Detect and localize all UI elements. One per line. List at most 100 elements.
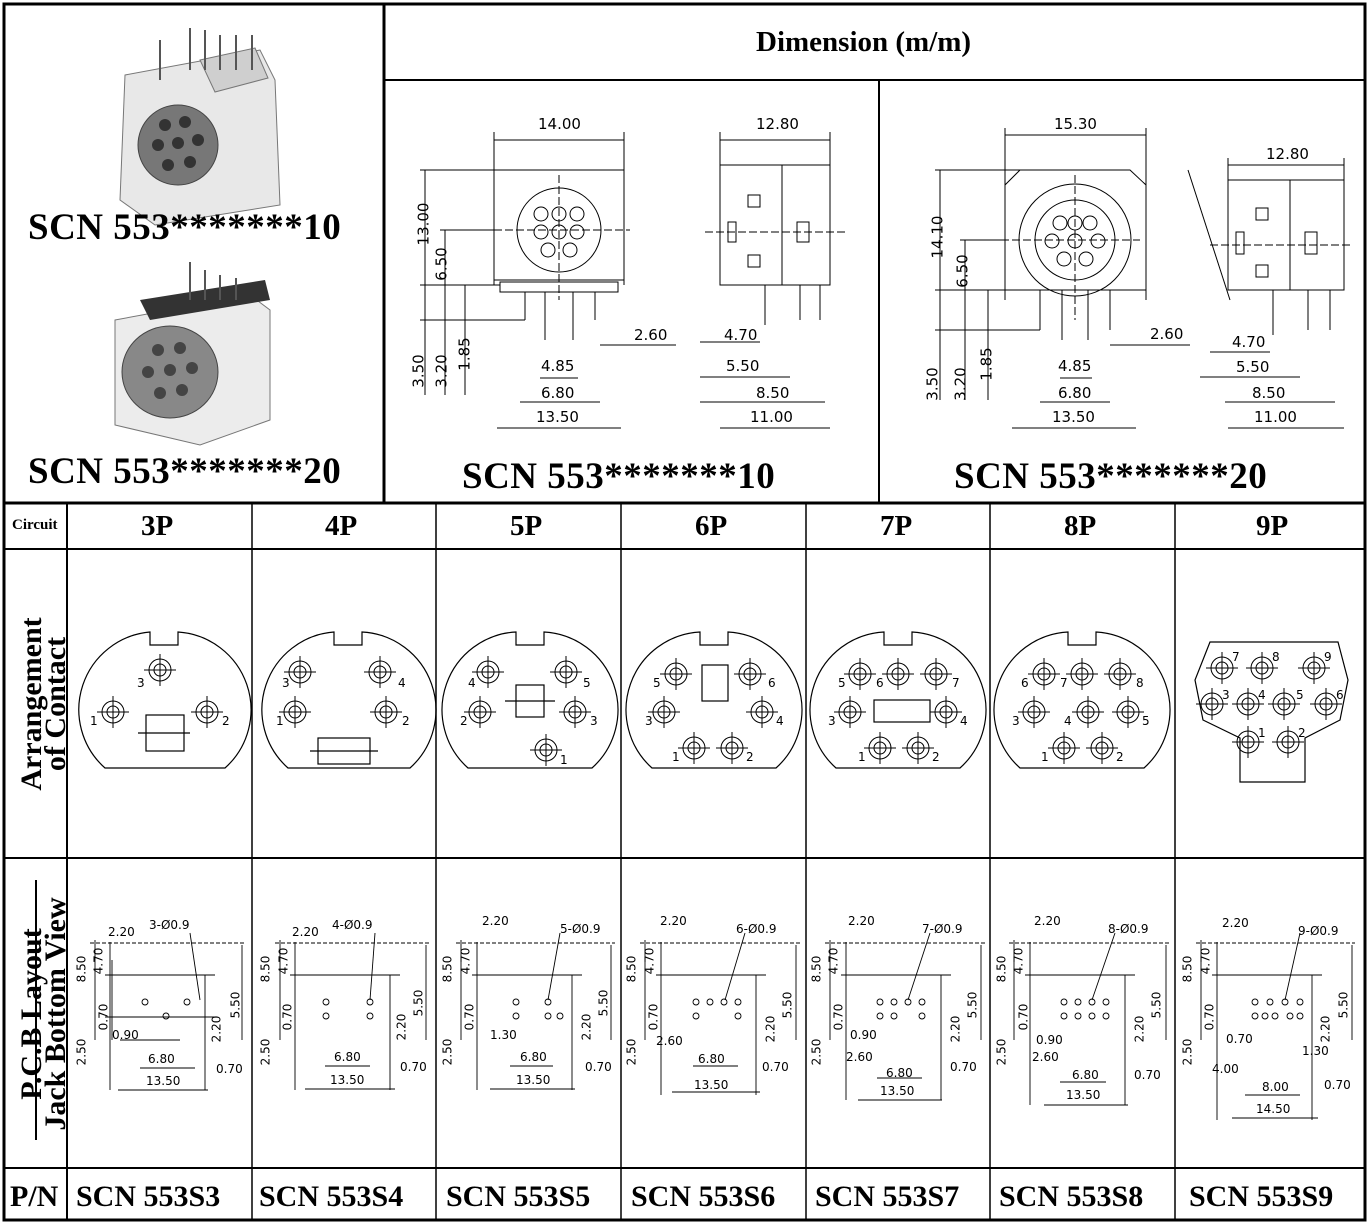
circuit-3p: 3P xyxy=(141,510,174,542)
pin-8p-8: 8 xyxy=(1136,676,1144,690)
pcb-7p-m: 2.60 xyxy=(846,1050,873,1064)
pcb-6p-a: 2.20 xyxy=(660,914,687,928)
pcb-5p-l: 1.30 xyxy=(490,1028,517,1042)
pin-9p-9: 9 xyxy=(1324,650,1332,664)
pin-5p-2: 2 xyxy=(460,714,468,728)
pcb-7p-j: 5.50 xyxy=(965,991,980,1019)
pcb-4p-a: 2.20 xyxy=(292,925,319,939)
dim-s4-10: 11.00 xyxy=(750,408,793,426)
pcb-6p-c: 4.70 xyxy=(642,947,657,975)
pcb-5p-c: 4.70 xyxy=(458,947,473,975)
pcb-3p-a: 2.20 xyxy=(108,925,135,939)
pin-6p-5: 5 xyxy=(653,676,661,690)
pin-5p-3: 3 xyxy=(590,714,598,728)
pin-6p-2: 2 xyxy=(746,750,754,764)
pcb-7p-f: 0.90 xyxy=(850,1028,877,1042)
pcb-9p-d: 0.70 xyxy=(1202,1003,1217,1031)
pin-9p-7: 7 xyxy=(1232,650,1240,664)
pcb-8p-e: 2.50 xyxy=(994,1038,1009,1066)
circuit-4p: 4P xyxy=(325,510,358,542)
pcb-6p-m: 2.60 xyxy=(656,1034,683,1048)
dim-s3-10: 8.50 xyxy=(756,384,790,402)
pin-4p-1: 1 xyxy=(276,714,284,728)
pcb-9p-b: 8.50 xyxy=(1180,955,1195,983)
pn-label: P/N xyxy=(10,1180,59,1213)
pcb-9p-l: 1.30 xyxy=(1302,1044,1329,1058)
pcb-5p-k: 0.70 xyxy=(585,1060,612,1074)
circuit-9p: 9P xyxy=(1256,510,1289,542)
dim-s2-10: 5.50 xyxy=(726,357,760,375)
dim-s1-10: 4.70 xyxy=(724,326,758,344)
pcb-3p-e: 2.50 xyxy=(74,1038,89,1066)
pin-6p-4: 4 xyxy=(776,714,784,728)
pcb-3p-j: 5.50 xyxy=(228,991,243,1019)
pcb-9p-p: 14.50 xyxy=(1256,1102,1291,1116)
dim-d1-10: 4.85 xyxy=(541,357,575,375)
pcb-8p-h: 13.50 xyxy=(1066,1088,1101,1102)
pin-7p-6: 6 xyxy=(876,676,884,690)
pn-8p: SCN 553S8 xyxy=(999,1180,1144,1213)
pcb-6p-holes: 6-Ø0.9 xyxy=(736,922,777,936)
pcb-9p-k: 0.70 xyxy=(1324,1078,1351,1092)
pcb-5p-i: 2.20 xyxy=(579,1013,594,1041)
pn-7p: SCN 553S7 xyxy=(815,1180,960,1213)
pcb-3p-c: 4.70 xyxy=(91,947,106,975)
pin-8p-4: 4 xyxy=(1064,714,1072,728)
pcb-8p-k: 0.70 xyxy=(1134,1068,1161,1082)
pin-9p-5: 5 xyxy=(1296,688,1304,702)
pcb-3p-b: 8.50 xyxy=(74,955,89,983)
dim-pin-10: 2.60 xyxy=(634,326,668,344)
pn-3p: SCN 553S3 xyxy=(76,1180,221,1213)
pcb-5p-holes: 5-Ø0.9 xyxy=(560,922,601,936)
pcb-6p-d: 0.70 xyxy=(646,1003,661,1031)
pin-3p-1: 1 xyxy=(90,714,98,728)
model-label-10: SCN 553*******10 xyxy=(28,207,342,248)
pcb-9p-a: 2.20 xyxy=(1222,916,1249,930)
pcb-3p-g: 6.80 xyxy=(148,1052,175,1066)
pin-6p-1: 1 xyxy=(672,750,680,764)
pcb-6p-g: 6.80 xyxy=(698,1052,725,1066)
pcb-5p-b: 8.50 xyxy=(440,955,455,983)
pin-6p-3: 3 xyxy=(645,714,653,728)
dim-s2-20: 5.50 xyxy=(1236,358,1270,376)
pcb-6p-j: 5.50 xyxy=(780,991,795,1019)
pin-7p-2: 2 xyxy=(932,750,940,764)
pcb-7p-g: 6.80 xyxy=(886,1066,913,1080)
pin-3p-3: 3 xyxy=(137,676,145,690)
pcb-3p-holes: 3-Ø0.9 xyxy=(149,918,190,932)
pin-8p-7: 7 xyxy=(1060,676,1068,690)
pcb-3p-h: 13.50 xyxy=(146,1074,181,1088)
pcb-9p-k2: 0.70 xyxy=(1226,1032,1253,1046)
dim-pin-20: 2.60 xyxy=(1150,325,1184,343)
pcb-8p-holes: 8-Ø0.9 xyxy=(1108,922,1149,936)
pcb-9p-n: 4.00 xyxy=(1212,1062,1239,1076)
dim-side-width-10: 12.80 xyxy=(756,115,799,133)
pcb-6p-i: 2.20 xyxy=(763,1015,778,1043)
pcb-4p-e: 2.50 xyxy=(258,1038,273,1066)
pin-9p-2: 2 xyxy=(1298,726,1306,740)
dim-d2-10: 6.80 xyxy=(541,384,575,402)
pn-9p: SCN 553S9 xyxy=(1189,1180,1334,1213)
pcb-8p-i: 2.20 xyxy=(1132,1015,1147,1043)
pcb-8p-g: 6.80 xyxy=(1072,1068,1099,1082)
pcb-9p-c: 4.70 xyxy=(1198,947,1213,975)
circuit-5p: 5P xyxy=(510,510,543,542)
pcb-5p-g: 6.80 xyxy=(520,1050,547,1064)
pcb-6p-b: 8.50 xyxy=(624,955,639,983)
circuit-7p: 7P xyxy=(880,510,913,542)
circuit-8p: 8P xyxy=(1064,510,1097,542)
pcb-9p-e: 2.50 xyxy=(1180,1038,1195,1066)
dim-width-20: 15.30 xyxy=(1054,115,1097,133)
dim-s3-20: 8.50 xyxy=(1252,384,1286,402)
pin-8p-1: 1 xyxy=(1041,750,1049,764)
pin-4p-2: 2 xyxy=(402,714,410,728)
pcb-8p-c: 4.70 xyxy=(1011,947,1026,975)
pcb-3p-i: 2.20 xyxy=(209,1015,224,1043)
